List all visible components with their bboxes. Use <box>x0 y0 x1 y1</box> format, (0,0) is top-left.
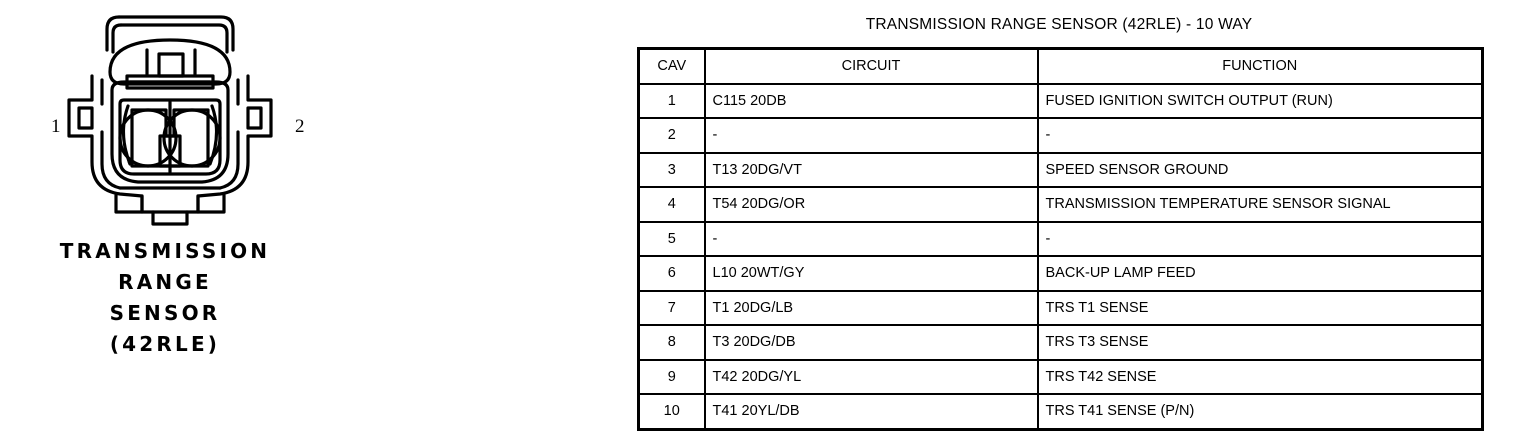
table-row: 2 - - <box>637 117 1484 154</box>
cell-function: - <box>1036 220 1484 257</box>
cell-circuit: T54 20DG/OR <box>703 186 1039 223</box>
cell-function: SPEED SENSOR GROUND <box>1036 151 1484 188</box>
table-header-row: CAV CIRCUIT FUNCTION <box>637 47 1484 85</box>
caption-line-2: RANGE <box>118 270 212 294</box>
cell-function: TRANSMISSION TEMPERATURE SENSOR SIGNAL <box>1036 186 1484 223</box>
table-row: 9 T42 20DG/YL TRS T42 SENSE <box>637 358 1484 395</box>
pinout-table-panel: TRANSMISSION RANGE SENSOR (42RLE) - 10 W… <box>636 0 1496 440</box>
connector-pin-label-1: 1 <box>51 116 61 137</box>
table-row: 8 T3 20DG/DB TRS T3 SENSE <box>637 324 1484 361</box>
cell-function: TRS T3 SENSE <box>1036 324 1484 361</box>
cell-circuit: - <box>703 117 1039 154</box>
cell-circuit: T42 20DG/YL <box>703 358 1039 395</box>
caption-line-3: SENSOR <box>109 301 221 325</box>
cell-function: BACK-UP LAMP FEED <box>1036 255 1484 292</box>
table-row: 7 T1 20DG/LB TRS T1 SENSE <box>637 289 1484 326</box>
cell-circuit: C115 20DB <box>703 82 1039 119</box>
two-way-connector-icon <box>67 15 273 226</box>
pinout-table: CAV CIRCUIT FUNCTION 1 C115 20DB FUSED I… <box>637 47 1484 431</box>
cell-function: - <box>1036 117 1484 154</box>
table-row: 5 - - <box>637 220 1484 257</box>
connector-caption: TRANSMISSION RANGE SENSOR (42RLE) <box>20 236 310 360</box>
table-row: 4 T54 20DG/OR TRANSMISSION TEMPERATURE S… <box>637 186 1484 223</box>
column-header-circuit: CIRCUIT <box>703 47 1039 85</box>
cell-circuit: T1 20DG/LB <box>703 289 1039 326</box>
cell-cav: 1 <box>637 82 706 119</box>
cell-cav: 10 <box>637 393 706 430</box>
cell-function: TRS T1 SENSE <box>1036 289 1484 326</box>
cell-cav: 5 <box>637 220 706 257</box>
table-row: 10 T41 20YL/DB TRS T41 SENSE (P/N) <box>637 393 1484 430</box>
table-header: CAV CIRCUIT FUNCTION <box>637 47 1484 85</box>
cell-circuit: T13 20DG/VT <box>703 151 1039 188</box>
table-row: 6 L10 20WT/GY BACK-UP LAMP FEED <box>637 255 1484 292</box>
cell-circuit: L10 20WT/GY <box>703 255 1039 292</box>
table-row: 1 C115 20DB FUSED IGNITION SWITCH OUTPUT… <box>637 82 1484 119</box>
cell-cav: 2 <box>637 117 706 154</box>
cell-cav: 3 <box>637 151 706 188</box>
column-header-function: FUNCTION <box>1036 47 1484 85</box>
cell-function: FUSED IGNITION SWITCH OUTPUT (RUN) <box>1036 82 1484 119</box>
table-row: 3 T13 20DG/VT SPEED SENSOR GROUND <box>637 151 1484 188</box>
column-header-cav: CAV <box>637 47 706 85</box>
caption-line-1: TRANSMISSION <box>59 239 271 263</box>
connector-face-diagram: 1 2 <box>20 4 320 229</box>
caption-line-4: (42RLE) <box>109 332 221 356</box>
cell-cav: 6 <box>637 255 706 292</box>
table-body: 1 C115 20DB FUSED IGNITION SWITCH OUTPUT… <box>637 82 1484 430</box>
cell-circuit: T41 20YL/DB <box>703 393 1039 430</box>
cell-cav: 8 <box>637 324 706 361</box>
table-title: TRANSMISSION RANGE SENSOR (42RLE) - 10 W… <box>865 16 1253 33</box>
connector-pin-label-2: 2 <box>295 116 305 137</box>
cell-circuit: T3 20DG/DB <box>703 324 1039 361</box>
cell-circuit: - <box>703 220 1039 257</box>
cell-cav: 9 <box>637 358 706 395</box>
cell-cav: 4 <box>637 186 706 223</box>
cell-function: TRS T41 SENSE (P/N) <box>1036 393 1484 430</box>
cell-cav: 7 <box>637 289 706 326</box>
cell-function: TRS T42 SENSE <box>1036 358 1484 395</box>
connector-illustration-panel: 1 2 TRANSMISSION RANGE SENSOR (42RLE) <box>0 0 620 440</box>
